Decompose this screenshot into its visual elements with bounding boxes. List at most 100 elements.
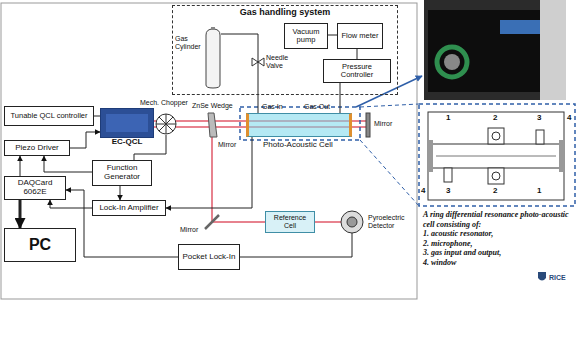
node-label: EC-QCL bbox=[95, 138, 159, 147]
gas-port bbox=[444, 168, 452, 182]
node-label: Pressure Controller bbox=[324, 63, 390, 80]
photo-background bbox=[540, 0, 566, 100]
detector-face bbox=[347, 217, 357, 227]
chopper-wheel bbox=[156, 114, 176, 134]
connector bbox=[44, 156, 92, 172]
microphone bbox=[488, 128, 504, 144]
caption-block: A ring differential resonance photo-acou… bbox=[423, 210, 575, 268]
process-box: Function Generator bbox=[92, 160, 152, 186]
node-label: DAQCard 6062E bbox=[5, 179, 65, 197]
process-box: Tunable QCL controller bbox=[4, 106, 94, 126]
inset-box bbox=[419, 104, 575, 206]
node-label: Lock-In Amplifier bbox=[97, 204, 160, 213]
callout-number: 1 bbox=[446, 114, 450, 123]
callout-number: 4 bbox=[421, 187, 425, 196]
window bbox=[429, 140, 433, 172]
node-label: Pocket Lock-In bbox=[181, 253, 238, 262]
node-label: Tunable QCL controller bbox=[9, 112, 90, 120]
node-label: Reference Cell bbox=[266, 214, 314, 229]
reference-cell: Reference Cell bbox=[265, 211, 315, 233]
laser-box: EC-QCL bbox=[100, 108, 154, 138]
gas-cylinder-symbol bbox=[205, 27, 221, 89]
part-label: ZnSe Wedge bbox=[192, 102, 233, 110]
connector bbox=[166, 137, 252, 208]
logo-shield bbox=[538, 272, 546, 281]
photo-cell-body bbox=[428, 10, 540, 92]
process-box: Vacuum pump bbox=[284, 23, 328, 49]
process-box: Pocket Lock-In bbox=[178, 244, 240, 270]
caption-line: 2. microphone, bbox=[423, 239, 575, 249]
photo-ring bbox=[437, 47, 467, 77]
part-label: Needle Valve bbox=[266, 54, 296, 69]
connector bbox=[357, 49, 358, 59]
part-label: Gas Out bbox=[304, 103, 330, 111]
part-label: Mirror bbox=[374, 120, 392, 128]
connector bbox=[221, 34, 258, 113]
photo-tube bbox=[500, 20, 540, 34]
group-box: Gas handling systemGas Cylinder Vacuum pu… bbox=[172, 5, 398, 95]
part-label: Pyroelectric Detector bbox=[368, 214, 414, 229]
photo bbox=[424, 0, 566, 100]
connector bbox=[20, 156, 21, 176]
laser-beam bbox=[311, 221, 341, 223]
process-box: PC bbox=[4, 228, 76, 262]
callout-number: 2 bbox=[493, 187, 497, 196]
node-label: Function Generator bbox=[93, 164, 151, 182]
caption-line: 3. gas input and output, bbox=[423, 248, 575, 258]
connector bbox=[328, 35, 337, 36]
node-label: Photo-Acoustic Cell bbox=[261, 141, 335, 150]
process-box: DAQCard 6062E bbox=[4, 176, 66, 200]
gas-port bbox=[536, 130, 544, 144]
process-box: Pressure Controller bbox=[323, 59, 391, 83]
node-label: Vacuum pump bbox=[285, 28, 327, 45]
window bbox=[559, 140, 563, 172]
gas-cylinder: Gas Cylinder bbox=[175, 27, 221, 89]
callout-number: 3 bbox=[446, 187, 450, 196]
callout-line bbox=[360, 140, 419, 206]
node-label: PC bbox=[27, 236, 53, 254]
cell-housing bbox=[428, 112, 564, 200]
cylinder-valve bbox=[211, 27, 215, 30]
pyroelectric-detector bbox=[341, 211, 363, 233]
connector bbox=[340, 83, 341, 113]
znse-wedge bbox=[208, 113, 217, 137]
cell-tube: Photo-Acoustic Cell bbox=[246, 113, 352, 137]
node-label: Flow meter bbox=[339, 32, 380, 40]
callout-number: 2 bbox=[493, 114, 497, 123]
connector bbox=[50, 200, 92, 208]
node-label: Gas Cylinder bbox=[175, 35, 203, 50]
callout-line bbox=[360, 104, 419, 107]
process-box: Flow meter bbox=[337, 23, 383, 49]
frame bbox=[1, 3, 417, 299]
caption-line: 1. acoustic resonator, bbox=[423, 229, 575, 239]
microphone bbox=[492, 172, 500, 180]
caption-line: A ring differential resonance photo-acou… bbox=[423, 210, 575, 229]
logo-text: RICE bbox=[549, 274, 566, 282]
cylinder-body bbox=[206, 29, 220, 88]
callout-number: 4 bbox=[567, 114, 571, 123]
connector bbox=[19, 200, 22, 228]
node-label: Gas handling system bbox=[173, 8, 397, 18]
connector bbox=[70, 132, 100, 148]
connector bbox=[66, 190, 178, 257]
part-label: Mirror bbox=[180, 226, 198, 234]
process-box: Piezo Driver bbox=[4, 140, 70, 156]
caption-line: 4. window bbox=[423, 258, 575, 268]
mirror bbox=[205, 215, 219, 229]
mirror bbox=[366, 113, 370, 137]
callout-number: 1 bbox=[537, 187, 541, 196]
process-box: Lock-In Amplifier bbox=[92, 200, 166, 216]
acoustic-resonator bbox=[432, 144, 560, 168]
part-label: Mirror bbox=[218, 141, 236, 149]
callout-number: 3 bbox=[537, 114, 541, 123]
photo-window bbox=[444, 54, 460, 70]
microphone bbox=[492, 132, 500, 140]
chopper-spokes bbox=[156, 114, 176, 134]
node-label: Piezo Driver bbox=[13, 144, 61, 153]
microphone bbox=[488, 168, 504, 184]
part-label: Mech. Chopper bbox=[140, 99, 188, 107]
part-label: Gas In bbox=[262, 103, 283, 111]
connector bbox=[120, 186, 121, 200]
signal-wire bbox=[240, 233, 352, 257]
